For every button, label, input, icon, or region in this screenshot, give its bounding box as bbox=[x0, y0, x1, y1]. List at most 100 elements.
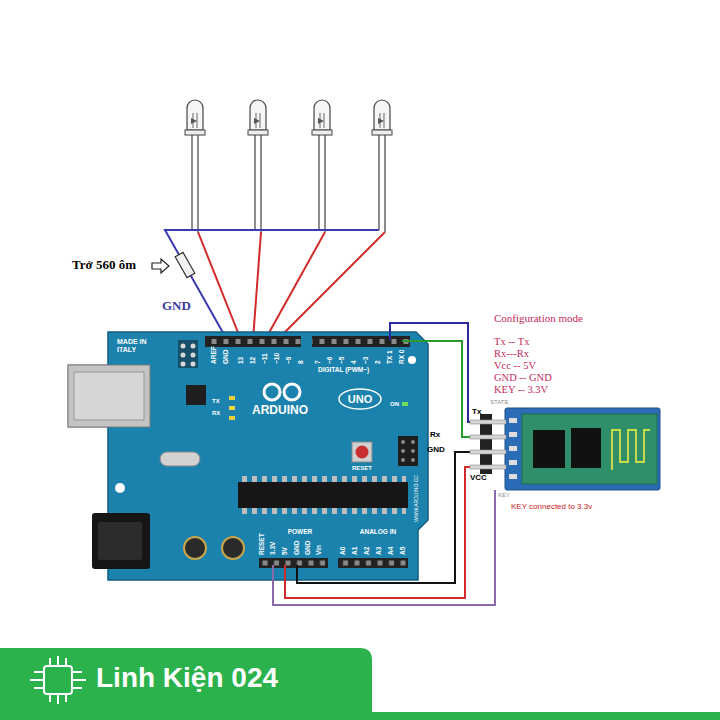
logo-mark bbox=[264, 384, 280, 400]
note-heading: Configuration mode bbox=[494, 313, 583, 324]
pointer-arrow bbox=[152, 259, 169, 273]
pin-header bbox=[312, 336, 410, 347]
pin bbox=[401, 440, 405, 444]
resistor-symbol bbox=[175, 252, 195, 277]
pin-label: TX 1 bbox=[387, 350, 394, 364]
key-wire bbox=[273, 490, 495, 605]
microcontroller bbox=[238, 482, 408, 508]
header-title: POWER bbox=[288, 529, 313, 536]
pin-label: ~9 bbox=[286, 357, 293, 364]
pin-label: AREF bbox=[211, 346, 218, 364]
logo-mark bbox=[284, 384, 300, 400]
pad bbox=[181, 362, 186, 367]
module-pin-label: KEY bbox=[498, 492, 510, 498]
chip-pins bbox=[240, 476, 406, 482]
pin-label: 8 bbox=[298, 360, 305, 364]
pin-label: 5V bbox=[282, 547, 289, 555]
arduino-board bbox=[68, 332, 428, 580]
pin-label: 3.3V bbox=[270, 542, 277, 555]
wire-label: Rx bbox=[430, 431, 440, 439]
board-logo: UNO bbox=[348, 394, 372, 405]
pin-label: GND bbox=[305, 541, 312, 555]
pin-label: RX bbox=[212, 410, 220, 416]
signal-wire bbox=[277, 232, 385, 340]
capacitor bbox=[222, 537, 244, 559]
smd-led bbox=[229, 416, 235, 420]
pin-label: GND bbox=[294, 541, 301, 555]
rx-wire bbox=[402, 341, 472, 437]
pin-label: GND bbox=[223, 350, 230, 364]
module-chip bbox=[533, 430, 565, 468]
note-line: Vcc -- 5V bbox=[494, 361, 536, 372]
reset-button bbox=[352, 442, 372, 462]
pin-label: A2 bbox=[364, 547, 371, 555]
icsp-header bbox=[398, 436, 418, 466]
led bbox=[185, 100, 205, 232]
bluetooth-module bbox=[470, 408, 660, 490]
pin-label: 4 bbox=[351, 360, 358, 364]
watermark: Linh Kiện 024 bbox=[96, 664, 278, 692]
pin-label: 7 bbox=[315, 360, 322, 364]
pin bbox=[401, 458, 405, 462]
module-pin bbox=[470, 450, 506, 454]
pad-block bbox=[178, 340, 198, 368]
board-text: WWW.ARDUINO.CC bbox=[414, 475, 419, 522]
pin bbox=[411, 449, 415, 453]
board-text: MADE IN ITALY bbox=[117, 338, 161, 355]
pin-label: 13 bbox=[238, 357, 245, 364]
logo-oval bbox=[339, 389, 381, 409]
module-pin bbox=[470, 420, 506, 424]
pin-label: ~3 bbox=[363, 357, 370, 364]
mounting-hole bbox=[115, 483, 125, 493]
pin-label: ~10 bbox=[274, 353, 281, 364]
power-jack bbox=[92, 513, 150, 569]
module-wires bbox=[273, 323, 495, 605]
brand-panel bbox=[0, 648, 372, 712]
pin-header bbox=[338, 558, 408, 568]
resistor-label: Trở 560 ôm bbox=[72, 258, 136, 271]
pin-header bbox=[205, 336, 301, 347]
smd-part bbox=[509, 418, 517, 423]
usb-connector bbox=[68, 365, 150, 427]
tx-wire bbox=[390, 323, 472, 422]
smd-led bbox=[402, 402, 408, 406]
module-chip bbox=[571, 428, 601, 468]
signal-wire bbox=[253, 232, 261, 340]
signal-wire bbox=[265, 232, 325, 340]
note-line: GND -- GND bbox=[494, 373, 552, 384]
pad bbox=[181, 344, 186, 349]
pin-label: 12 bbox=[250, 357, 257, 364]
vcc-wire bbox=[285, 467, 472, 598]
pad bbox=[191, 362, 196, 367]
pin bbox=[401, 449, 405, 453]
led-group bbox=[185, 100, 392, 232]
signal-wire bbox=[198, 232, 241, 340]
board-outline bbox=[108, 332, 428, 580]
pad bbox=[191, 353, 196, 358]
module-pin bbox=[470, 435, 506, 439]
pin bbox=[411, 440, 415, 444]
led bbox=[248, 100, 268, 232]
radio-board bbox=[522, 414, 657, 484]
board-logo: ARDUINO bbox=[252, 404, 308, 416]
smd-led bbox=[229, 396, 235, 400]
smd-part bbox=[509, 460, 517, 465]
smd-part bbox=[509, 474, 517, 479]
chip-icon bbox=[30, 656, 86, 704]
power-jack bbox=[98, 522, 142, 560]
pin-label: ~5 bbox=[339, 357, 346, 364]
led-wires bbox=[165, 230, 385, 340]
header-title: DIGITAL (PWM~) bbox=[318, 367, 369, 374]
antenna bbox=[612, 430, 650, 470]
board-text: RESET bbox=[352, 465, 372, 471]
board-text: ON bbox=[390, 401, 399, 407]
crystal bbox=[160, 452, 200, 466]
led bbox=[372, 100, 392, 232]
ground-wire bbox=[165, 230, 379, 338]
pin-label: ~11 bbox=[262, 353, 269, 364]
pad bbox=[191, 344, 196, 349]
wire-label: VCC bbox=[470, 474, 487, 482]
resistor-symbol bbox=[175, 252, 195, 277]
